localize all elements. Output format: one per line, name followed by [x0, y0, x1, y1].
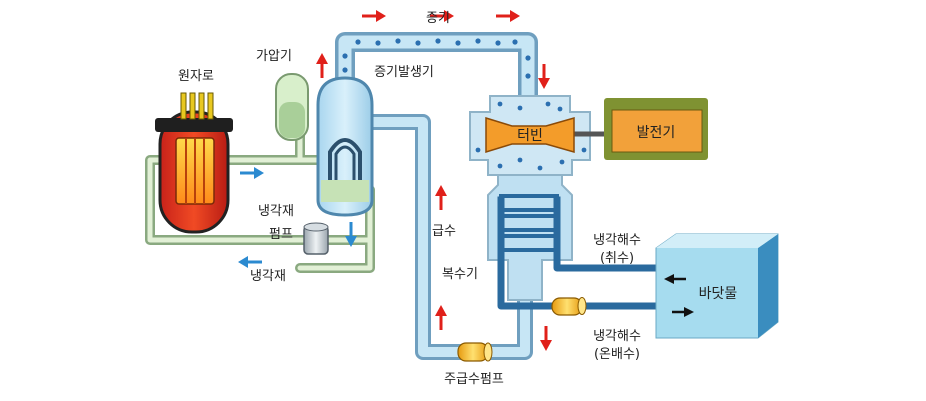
label-pressurizer: 가압기	[256, 49, 292, 64]
label-cooling-intake-1: 냉각해수	[593, 233, 641, 248]
label-steam-generator: 증기발생기	[374, 65, 434, 80]
label-feedwater: 급수	[432, 224, 456, 239]
arrow-up-icon	[435, 305, 447, 330]
label-steam: 증기	[426, 11, 450, 26]
label-coolant: 냉각재	[250, 269, 286, 284]
coolant-pump	[303, 222, 329, 255]
label-cooling-outlet-1: 냉각해수	[593, 329, 641, 344]
label-reactor: 원자로	[178, 69, 214, 84]
arrow-right-icon	[362, 10, 386, 22]
label-main-feed-pump: 주급수펌프	[444, 372, 504, 387]
arrow-right-icon	[672, 307, 694, 317]
label-cooling-outlet-2: (온배수)	[594, 347, 640, 362]
cooling-water-pipes	[497, 196, 666, 310]
arrow-right-icon	[496, 10, 520, 22]
arrow-up-icon	[316, 53, 328, 78]
black-flow-arrows	[664, 274, 694, 317]
main-feed-pump	[457, 342, 493, 362]
red-flow-arrows	[316, 10, 552, 351]
arrow-left-icon	[664, 274, 686, 284]
label-seawater: 바닷물	[699, 286, 738, 302]
label-generator: 발전기	[637, 125, 676, 141]
label-coolant-pump-1: 냉각재	[258, 204, 294, 219]
arrow-down-icon	[540, 326, 552, 351]
label-coolant-pump-2: 펌프	[269, 227, 293, 242]
cooling-water-pump	[551, 297, 587, 316]
condenser	[487, 174, 573, 301]
generator	[604, 98, 708, 160]
pressurizer	[275, 73, 309, 141]
arrow-down-icon	[538, 64, 550, 89]
label-turbine: 터빈	[517, 128, 543, 144]
reactor	[155, 92, 233, 234]
arrow-left-icon	[238, 256, 262, 268]
steam-generator	[316, 76, 374, 217]
label-condenser: 복수기	[442, 267, 478, 282]
blue-flow-arrows	[238, 167, 357, 268]
arrow-right-icon	[240, 167, 264, 179]
arrow-right-icon	[430, 10, 454, 22]
steam-dots	[342, 38, 531, 79]
label-cooling-intake-2: (취수)	[600, 251, 634, 266]
arrow-down-icon	[345, 222, 357, 247]
arrow-up-icon	[435, 185, 447, 210]
turbine-housing	[469, 95, 612, 176]
